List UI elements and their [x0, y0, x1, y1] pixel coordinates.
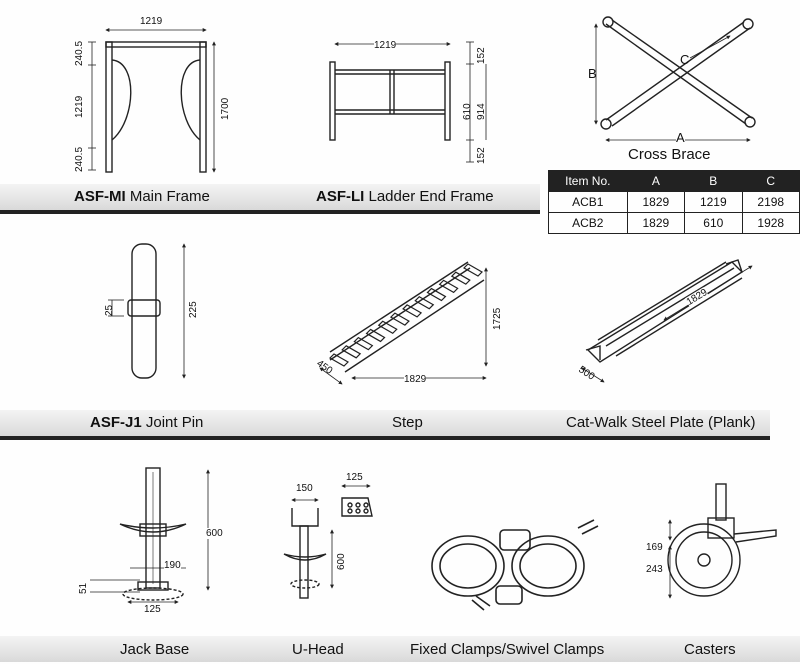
- uh-600-dim: 600: [336, 553, 347, 570]
- step-caption: Step: [392, 414, 423, 431]
- table-cell: 1928: [741, 212, 800, 234]
- mf-height-dim: 1700: [220, 97, 231, 120]
- catwalk-caption: Cat-Walk Steel Plate (Plank): [566, 414, 756, 431]
- ladder-frame-drawing: [329, 41, 487, 163]
- mf-mid-dim: 1219: [74, 95, 85, 118]
- jp-len-dim: 225: [188, 301, 199, 318]
- step-rung: [389, 312, 410, 326]
- mf-width-dim: 1219: [140, 16, 163, 27]
- joint-pin-drawing: [108, 243, 186, 379]
- step-length-dim: 1829: [404, 374, 427, 385]
- jb-base-dim: 125: [144, 604, 161, 615]
- table-cell: 1219: [684, 191, 743, 213]
- lf-span-dim: 914: [476, 103, 487, 120]
- cs-243-dim: 243: [646, 564, 663, 575]
- table-row: ACB2 1829 610 1928: [548, 212, 800, 234]
- jack-base-caption: Jack Base: [120, 641, 190, 658]
- jb-51-dim: 51: [78, 582, 89, 594]
- lf-mid-dim: 610: [462, 103, 473, 120]
- jp-small-dim: 25: [104, 304, 115, 316]
- step-height-dim: 1725: [492, 307, 503, 330]
- table-cell: ACB2: [548, 212, 628, 234]
- casters-drawing: [667, 483, 777, 599]
- uh-125-dim: 125: [346, 472, 363, 483]
- mf-top-dim: 240.5: [74, 40, 85, 66]
- mf-bot-dim: 240.5: [74, 146, 85, 172]
- table-cell: 2198: [741, 191, 800, 213]
- step-rung: [353, 336, 374, 351]
- ladder-frame-caption: ASF-LI Ladder End Frame: [316, 188, 494, 205]
- cross-brace-a-label: A: [676, 130, 685, 145]
- cross-brace-table: Item No. A B C ACB1 1829 1219 2198 ACB2 …: [548, 170, 800, 234]
- table-cell: 1829: [626, 191, 686, 213]
- table-header-c: C: [741, 170, 800, 192]
- step-rung: [341, 345, 362, 359]
- step-rung: [402, 304, 423, 318]
- table-cell: 610: [684, 212, 743, 234]
- jb-plate-dim: 190: [164, 560, 181, 571]
- ladder-frame-code: ASF-LI: [316, 188, 365, 205]
- table-header-b: B: [684, 170, 743, 192]
- clamps-caption: Fixed Clamps/Swivel Clamps: [410, 641, 605, 658]
- lf-width-dim: 1219: [374, 40, 397, 51]
- step-drawing: [319, 261, 488, 385]
- step-rung: [365, 328, 386, 343]
- step-rung: [463, 263, 483, 277]
- step-rung: [450, 271, 471, 285]
- u-head-caption: U-Head: [292, 641, 344, 658]
- main-frame-name: Main Frame: [129, 188, 210, 205]
- uh-150-dim: 150: [296, 483, 313, 494]
- u-head-drawing: [283, 484, 373, 599]
- table-cell: 1829: [626, 212, 686, 234]
- jb-height-dim: 600: [206, 528, 223, 539]
- clamps-drawing: [431, 519, 599, 611]
- section-bar-frames: [0, 184, 540, 214]
- cross-brace-title: Cross Brace: [628, 146, 711, 163]
- jack-base-drawing: [90, 467, 210, 604]
- joint-pin-name: Joint Pin: [145, 414, 204, 431]
- cross-brace-b-label: B: [588, 66, 597, 81]
- step-rung: [438, 279, 459, 294]
- step-rung: [414, 295, 435, 310]
- lf-top-dim: 152: [476, 47, 487, 64]
- cs-169-dim: 169: [646, 542, 663, 553]
- joint-pin-code: ASF-J1: [90, 414, 142, 431]
- catwalk-drawing: [581, 259, 753, 383]
- lf-bot-dim: 152: [476, 147, 487, 164]
- main-frame-code: ASF-MI: [74, 188, 126, 205]
- table-header-a: A: [626, 170, 686, 192]
- step-rung: [426, 287, 447, 302]
- main-frame-drawing: [88, 28, 216, 173]
- step-rung: [329, 353, 349, 367]
- step-rung: [377, 320, 398, 335]
- casters-caption: Casters: [684, 641, 736, 658]
- section-bar-components: [0, 410, 770, 440]
- joint-pin-caption: ASF-J1 Joint Pin: [90, 414, 203, 431]
- section-bar-accessories: [0, 636, 800, 662]
- cross-brace-c-label: C: [680, 52, 690, 67]
- table-row: ACB1 1829 1219 2198: [548, 191, 800, 213]
- cross-brace-drawing: [594, 16, 756, 142]
- main-frame-caption: ASF-MI Main Frame: [74, 188, 210, 205]
- table-header-item: Item No.: [548, 170, 628, 192]
- table-cell: ACB1: [548, 191, 628, 213]
- ladder-frame-name: Ladder End Frame: [368, 188, 494, 205]
